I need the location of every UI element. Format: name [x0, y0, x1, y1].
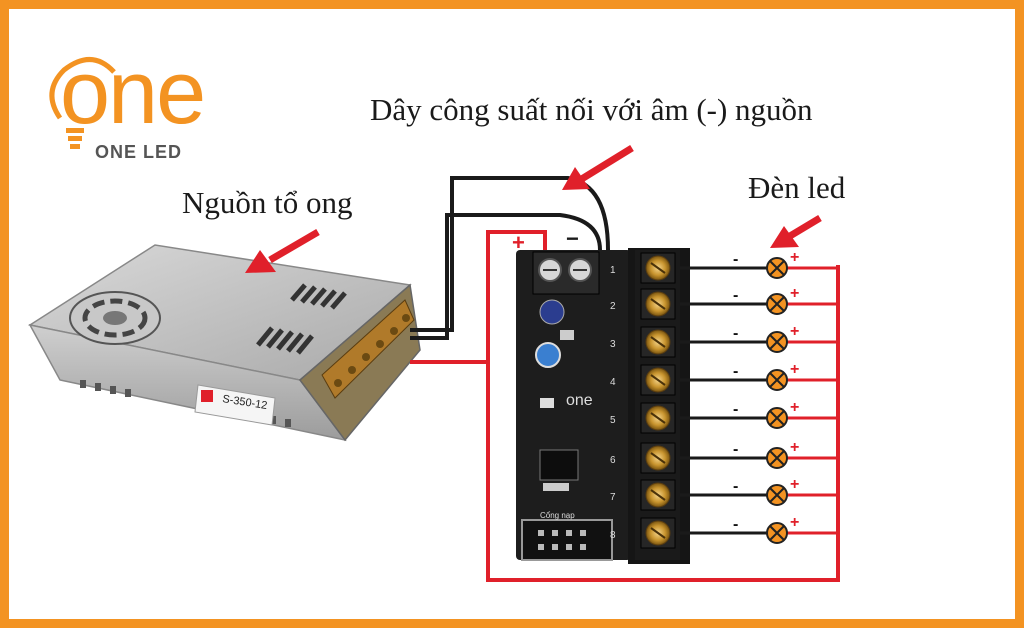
bulb-icon	[49, 57, 116, 149]
output-terminal-screw	[640, 517, 676, 549]
led-bulb-icon	[766, 407, 788, 429]
arrow-psu	[245, 228, 320, 273]
plus-mark: +	[790, 399, 799, 416]
led-bulb-icon	[766, 447, 788, 469]
power-supply-unit: S-350-12	[28, 244, 421, 442]
minus-mark: -	[733, 478, 738, 495]
label-power-wire: Dây công suất nối với âm (-) nguồn	[370, 92, 813, 127]
led-bulb-icon	[766, 484, 788, 506]
led-output-row: -+	[680, 439, 838, 469]
output-terminal-screw	[640, 402, 676, 434]
arrow-power-wire	[562, 145, 634, 190]
plus-mark: +	[790, 323, 799, 340]
psu-wires	[410, 176, 840, 582]
output-terminal-screw	[640, 442, 676, 474]
vent-slots	[256, 283, 347, 355]
fan-grille	[69, 291, 161, 345]
minus-mark: -	[733, 401, 738, 418]
led-output-row: -+	[680, 399, 838, 429]
output-terminal-screw	[640, 252, 676, 284]
label-led: Đèn led	[748, 170, 846, 205]
output-terminal-screw	[640, 326, 676, 358]
output-terminal-screw	[640, 479, 676, 511]
brand-logo: one	[60, 43, 206, 143]
led-output-row: -+	[680, 285, 838, 315]
led-output-row: -+	[680, 323, 838, 353]
minus-mark: -	[733, 516, 738, 533]
led-bulb-icon	[766, 331, 788, 353]
led-bulb-icon	[766, 522, 788, 544]
led-output-row: -+	[680, 514, 838, 544]
minus-mark: -	[733, 441, 738, 458]
led-output-row: -+	[680, 361, 838, 391]
minus-mark: -	[733, 287, 738, 304]
minus-mark: -	[733, 325, 738, 342]
plus-mark: +	[790, 249, 799, 266]
plus-mark: +	[790, 361, 799, 378]
output-terminal-screw	[640, 288, 676, 320]
led-output-row: -+	[680, 249, 838, 279]
minus-mark: -	[733, 251, 738, 268]
arrow-led	[770, 214, 822, 248]
pointer-arrows	[245, 145, 822, 273]
output-terminal-block	[635, 250, 680, 560]
label-power-supply: Nguồn tổ ong	[182, 185, 353, 220]
led-bulb-icon	[766, 369, 788, 391]
psu-terminal-strip	[321, 299, 415, 399]
plus-mark: +	[790, 476, 799, 493]
plus-mark: +	[790, 439, 799, 456]
plus-mark: +	[790, 285, 799, 302]
brand-subtitle: ONE LED	[95, 142, 183, 162]
minus-mark: -	[733, 363, 738, 380]
led-output-row: -+	[680, 476, 838, 506]
led-bulb-icon	[766, 257, 788, 279]
plus-mark: +	[790, 514, 799, 531]
output-terminal-screw	[640, 364, 676, 396]
led-bulb-icon	[766, 293, 788, 315]
